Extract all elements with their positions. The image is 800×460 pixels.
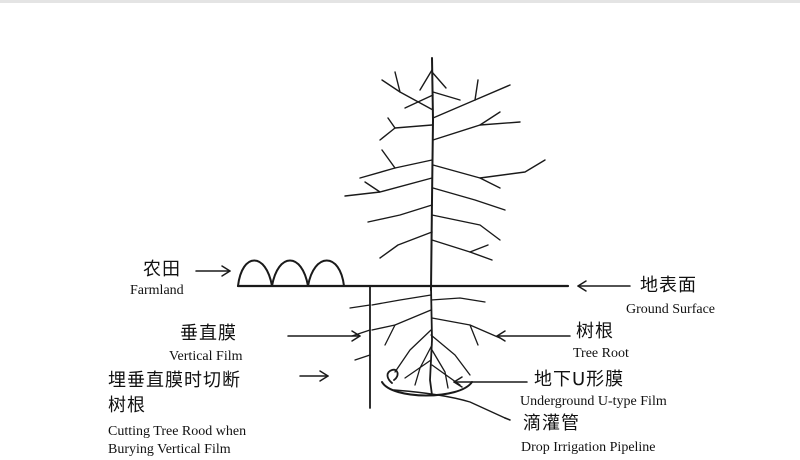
cutting-root-label-zh-line2: 树根: [108, 395, 146, 416]
drip-pipe-coil: [386, 368, 399, 384]
ground-surface-label-zh: 地表面: [640, 275, 697, 296]
top-border: [0, 0, 800, 3]
vertical-film-label-en: Vertical Film: [169, 349, 243, 364]
drip-pipe-label-zh: 滴灌管: [523, 413, 580, 434]
drip-pipe-line: [393, 389, 506, 419]
annotation-arrows: [195, 265, 631, 421]
tree-crown: [344, 57, 546, 291]
farmland-label-en: Farmland: [130, 283, 184, 298]
cutting-root-label-zh-line1: 埋垂直膜时切断: [108, 370, 241, 391]
u-film-label-en: Underground U-type Film: [520, 394, 667, 409]
u-film-shape: [381, 381, 473, 397]
tree-roots: [349, 285, 501, 396]
farmland-ridges: [237, 259, 345, 287]
drip-pipe-label-en: Drop Irrigation Pipeline: [521, 440, 656, 455]
tree-root-label-zh: 树根: [576, 321, 614, 342]
ground-surface-label-en: Ground Surface: [626, 302, 716, 317]
farmland-label-zh: 农田: [143, 259, 181, 280]
tree-root-label-en: Tree Root: [573, 346, 629, 361]
cutting-root-label-en-line1: Cutting Tree Rood when: [108, 424, 247, 439]
vertical-film-label-zh: 垂直膜: [180, 323, 237, 344]
cutting-root-label-en-line2: Burying Vertical Film: [108, 442, 231, 457]
u-film-label-zh: 地下U形膜: [534, 369, 625, 390]
